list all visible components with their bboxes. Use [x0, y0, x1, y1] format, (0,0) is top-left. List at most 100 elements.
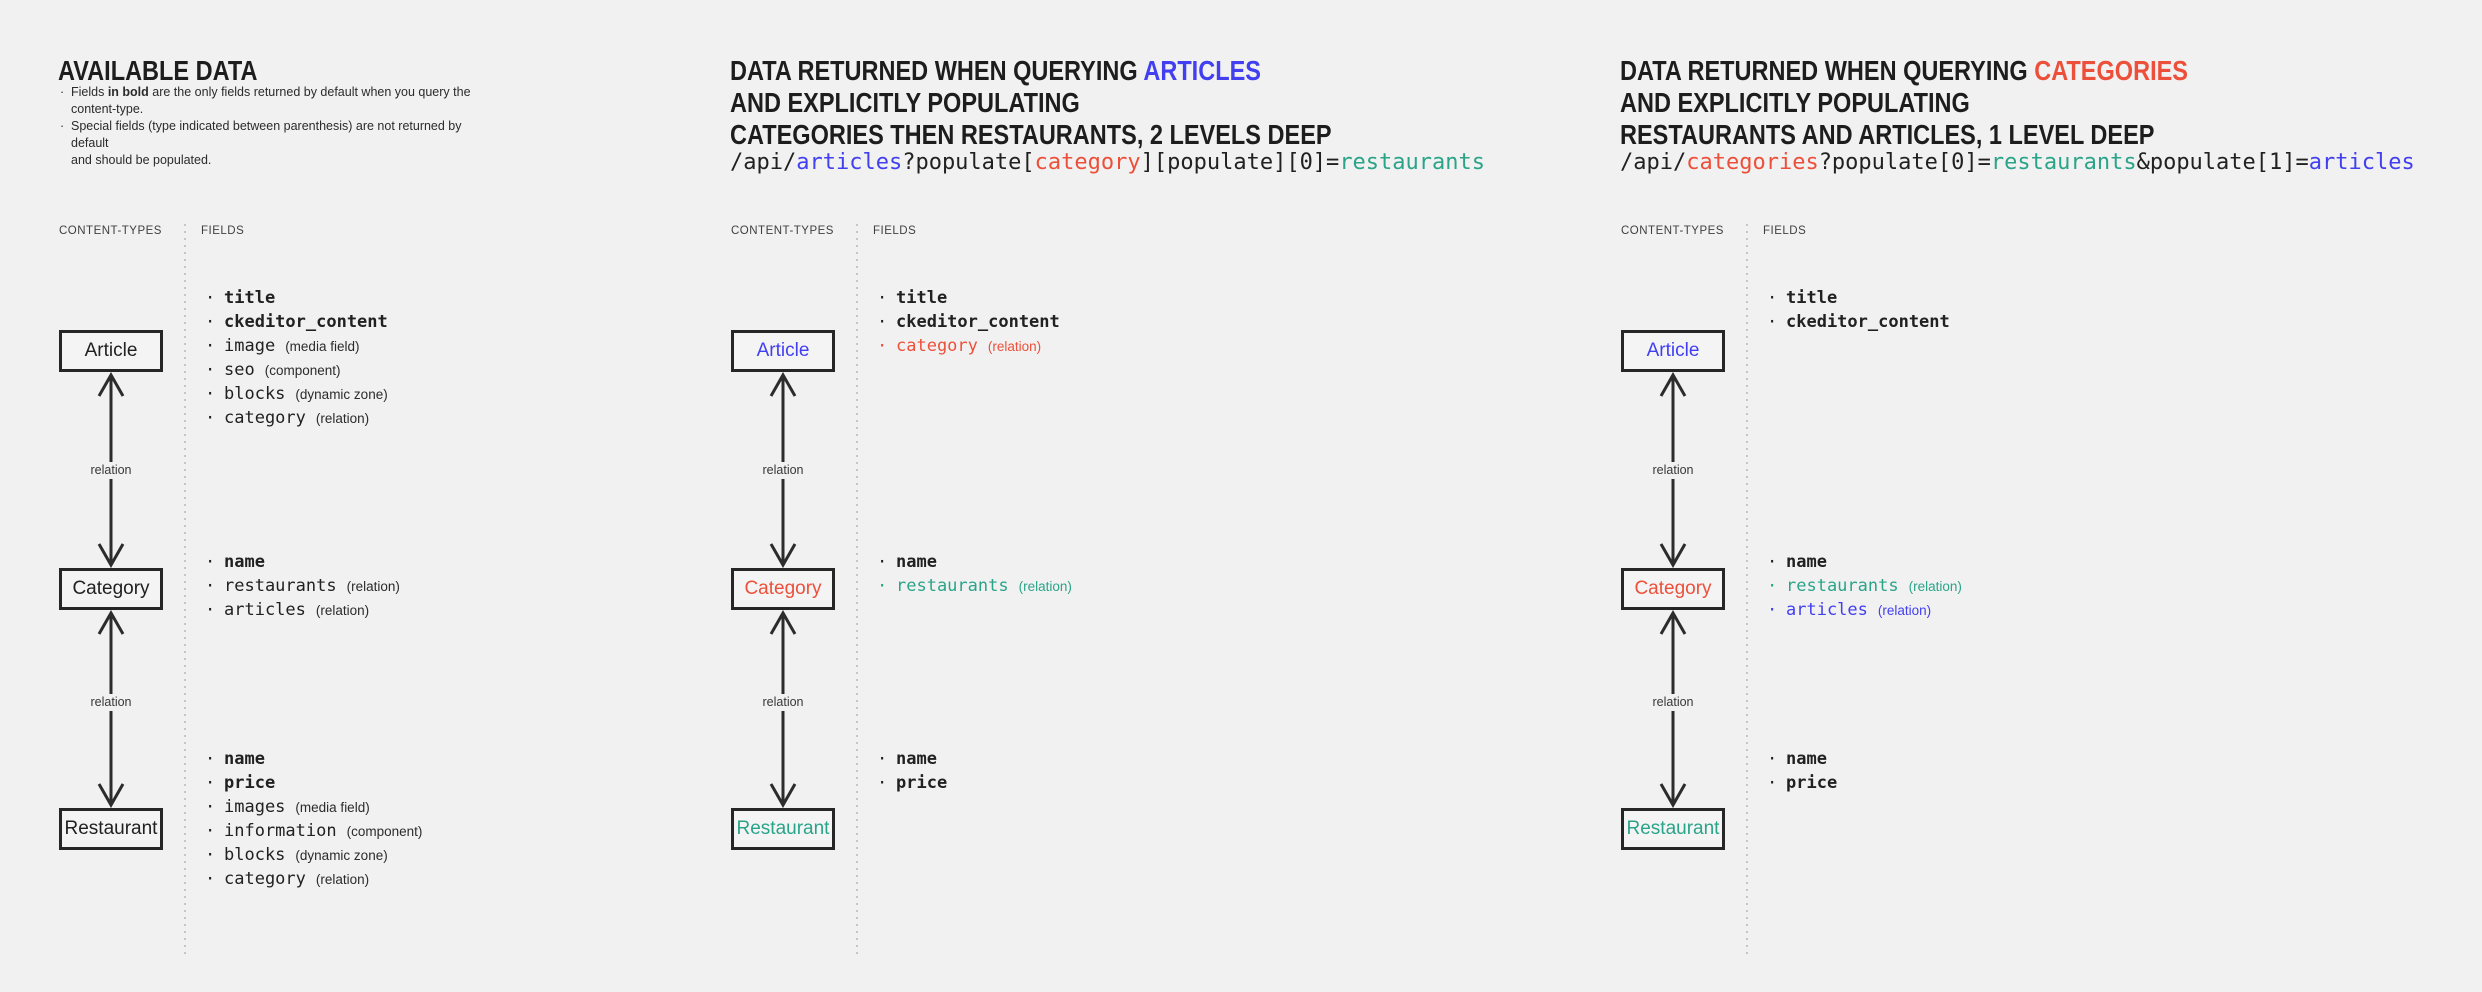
node-label: Article: [1646, 340, 1700, 361]
field-row: ·category(relation): [875, 334, 1070, 358]
node-box-restaurant: Restaurant: [59, 808, 163, 850]
bullet-icon: ·: [1767, 552, 1778, 572]
field-name: price: [896, 773, 948, 793]
bullet-icon: ·: [1767, 749, 1778, 769]
field-type: (relation): [315, 411, 370, 426]
bullet-icon: ·: [60, 85, 65, 99]
field-name: blocks: [224, 845, 286, 865]
bullet-icon: ·: [205, 845, 216, 865]
fields-label: FIELDS: [201, 225, 245, 237]
field-row: ·category(relation): [203, 406, 398, 430]
code-segment: /api/: [730, 150, 797, 175]
code-segment: &populate[1]=: [2136, 150, 2309, 175]
field-name: name: [224, 552, 265, 572]
column-divider: [184, 224, 186, 958]
field-row: ·image(media field): [203, 334, 398, 358]
field-type: (component): [264, 363, 341, 378]
field-row: ·images(media field): [203, 795, 422, 819]
field-name: image: [224, 336, 276, 356]
bullet-icon: ·: [205, 288, 216, 308]
note-text-line: Special fields (type indicated between p…: [71, 119, 462, 150]
note-text-line: and should be populated.: [71, 153, 212, 167]
field-type: (relation): [315, 603, 370, 618]
fields-group-article: ·title ·ckeditor_content ·image(media fi…: [203, 286, 398, 430]
api-query: /api/categories?populate[0]=restaurants&…: [1620, 150, 2415, 176]
field-row: ·name: [203, 747, 422, 771]
bullet-icon: ·: [1767, 288, 1778, 308]
field-row: ·price: [1765, 771, 1847, 795]
title-line: AND EXPLICITLY POPULATING: [1620, 86, 1970, 118]
title-line: AND EXPLICITLY POPULATING: [730, 86, 1080, 118]
field-row: ·ckeditor_content: [203, 310, 398, 334]
content-types-label: CONTENT-TYPES: [731, 225, 834, 237]
bullet-icon: ·: [205, 821, 216, 841]
relation-label: relation: [1623, 462, 1723, 479]
bullet-icon: ·: [1767, 576, 1778, 596]
notes: · Fields in bold are the only fields ret…: [60, 84, 490, 169]
field-name: name: [896, 749, 937, 769]
title-line: DATA RETURNED WHEN QUERYING CATEGORIES: [1620, 55, 2188, 87]
note-text: Fields in bold are the only fields retur…: [71, 84, 490, 118]
bullet-icon: ·: [877, 312, 888, 332]
field-name: title: [896, 288, 948, 308]
code-segment: category: [1034, 150, 1141, 175]
note-text-post: are the only fields returned by default …: [71, 85, 471, 116]
field-row: · name: [875, 550, 1072, 574]
field-name: ckeditor_content: [224, 312, 388, 332]
bullet-icon: ·: [1767, 312, 1778, 332]
node-box-category: Category: [1621, 568, 1725, 610]
node-label: Article: [84, 340, 138, 361]
node-label: Restaurant: [736, 818, 830, 839]
field-name: restaurants: [1786, 576, 1899, 596]
bullet-icon: ·: [1767, 773, 1778, 793]
column-available-data: AVAILABLE DATA · Fields in bold are the …: [0, 0, 672, 992]
bullet-icon: ·: [60, 119, 65, 133]
relation-label: relation: [733, 694, 833, 711]
field-type: (dynamic zone): [295, 848, 388, 863]
field-name: category: [224, 869, 306, 889]
code-segment: ][populate][0]=: [1140, 150, 1340, 175]
note-item: · Special fields (type indicated between…: [60, 118, 490, 169]
code-segment: articles: [2308, 150, 2415, 175]
node-box-restaurant: Restaurant: [1621, 808, 1725, 850]
title-line: DATA RETURNED WHEN QUERYING ARTICLES: [730, 55, 1332, 87]
title-line: CATEGORIES THEN RESTAURANTS, 2 LEVELS DE…: [730, 118, 1332, 150]
title-text: DATA RETURNED WHEN QUERYING: [1620, 54, 2035, 86]
field-row: · blocks (dynamic zone): [203, 843, 422, 867]
column-query-categories: DATA RETURNED WHEN QUERYING CATEGORIES A…: [1562, 0, 2482, 992]
field-name: articles: [224, 600, 306, 620]
code-segment: categories: [1686, 150, 1819, 175]
field-row: ·name: [1765, 747, 1847, 771]
title-text: DATA RETURNED WHEN QUERYING: [730, 54, 1144, 86]
fields-group-restaurant: ·name ·price ·images(media field) ·infor…: [203, 747, 422, 891]
field-row: ·title: [875, 286, 1070, 310]
field-row: ·blocks(dynamic zone): [203, 382, 398, 406]
field-name: name: [896, 552, 937, 572]
relation-label: relation: [61, 694, 161, 711]
bullet-icon: ·: [205, 773, 216, 793]
field-row: ·restaurants(relation): [875, 574, 1072, 598]
node-label: Restaurant: [1626, 818, 1720, 839]
field-name: title: [1786, 288, 1838, 308]
bullet-icon: ·: [205, 408, 216, 428]
field-type: (relation): [1877, 603, 1932, 618]
fields-label: FIELDS: [873, 225, 917, 237]
field-row: ·name: [203, 550, 400, 574]
bullet-icon: ·: [877, 336, 888, 356]
node-label: Category: [1634, 578, 1712, 599]
field-row: ·name: [875, 747, 957, 771]
node-box-restaurant: Restaurant: [731, 808, 835, 850]
note-item: · Fields in bold are the only fields ret…: [60, 84, 490, 118]
page-title: DATA RETURNED WHEN QUERYING CATEGORIES A…: [1620, 55, 2188, 151]
bullet-icon: ·: [877, 552, 888, 572]
fields-group-category: ·name ·restaurants(relation) ·articles(r…: [203, 550, 400, 622]
field-row: · title: [1765, 286, 1960, 310]
field-type: (dynamic zone): [295, 387, 388, 402]
content-types-label: CONTENT-TYPES: [1621, 225, 1724, 237]
field-row: ·seo(component): [203, 358, 398, 382]
title-highlight: CATEGORIES: [2034, 54, 2188, 86]
node-box-category: Category: [731, 568, 835, 610]
field-row: ·price: [875, 771, 957, 795]
bullet-icon: ·: [205, 869, 216, 889]
